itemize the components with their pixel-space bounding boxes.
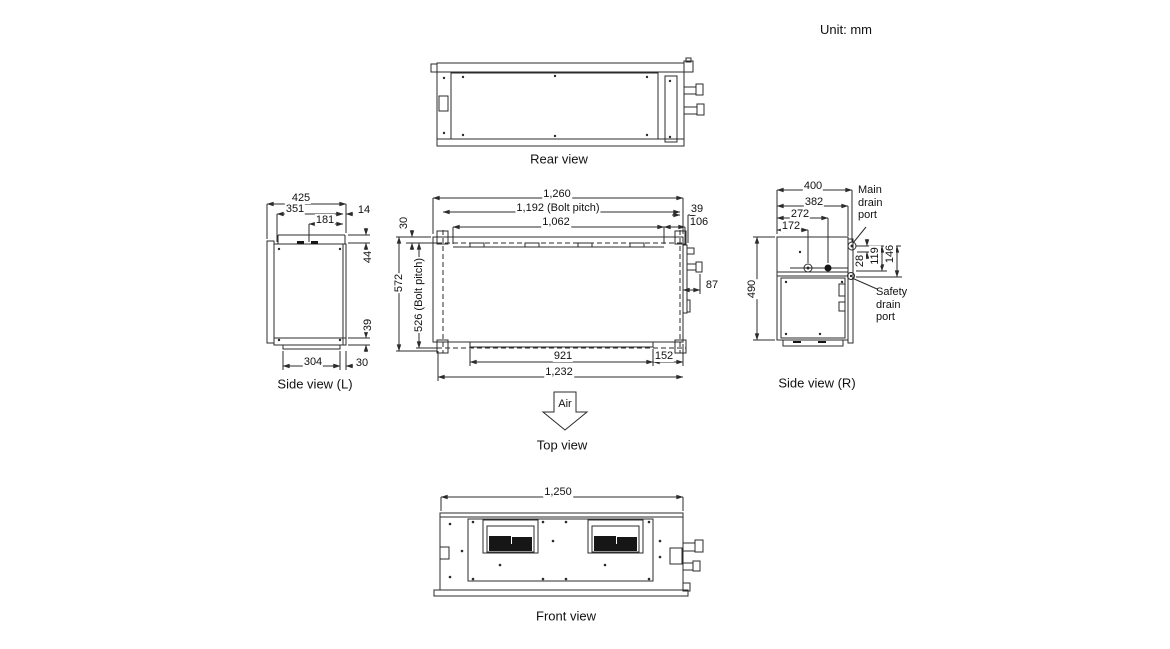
dim-400: 400: [802, 180, 824, 192]
hanger-bracket: [675, 340, 686, 353]
refrigerant-pipe: [684, 107, 697, 114]
dim-490: 490: [746, 278, 758, 300]
dim-921: 921: [552, 350, 574, 362]
unit-label: Unit: mm: [819, 22, 873, 37]
dim-382: 382: [803, 196, 825, 208]
dim-526-bolt-pitch: 526 (Bolt pitch): [413, 257, 425, 333]
dim-30-top: 30: [398, 215, 410, 231]
side-view-right-drawing: [753, 187, 902, 346]
dim-172: 172: [780, 220, 802, 232]
side-view-r-label: Side view (R): [778, 375, 856, 391]
dim-1260: 1,260: [542, 188, 572, 200]
rear-view-label: Rear view: [530, 151, 588, 167]
dim-44: 44: [362, 249, 374, 265]
rear-view-drawing: [431, 58, 704, 146]
dim-14: 14: [356, 204, 372, 216]
refrigerant-pipe: [683, 563, 693, 570]
dim-272: 272: [789, 208, 811, 220]
air-flow-label: Air: [558, 398, 572, 410]
dim-572: 572: [393, 272, 405, 294]
side-view-left-drawing: [267, 201, 370, 370]
dim-304: 304: [302, 356, 324, 368]
dim-146: 146: [884, 243, 896, 265]
pipe-connection: [804, 264, 812, 272]
safety-drain-leader: [852, 278, 877, 289]
safety-drain-port: [848, 273, 855, 280]
hanger-bracket: [684, 61, 693, 72]
fan-grille: [483, 520, 538, 553]
dim-28: 28: [854, 253, 866, 269]
hanger-bracket: [675, 231, 686, 244]
dim-351: 351: [284, 203, 306, 215]
safety-drain-port-note: Safety drain port: [876, 286, 908, 323]
dim-1192-bolt-pitch: 1,192 (Bolt pitch): [515, 202, 601, 214]
hanger-bracket: [437, 231, 448, 244]
dim-119: 119: [869, 246, 881, 266]
fan-grille: [588, 520, 643, 553]
dim-1062: 1,062: [541, 216, 571, 228]
dim-39-side-l: 39: [362, 317, 374, 333]
refrigerant-pipe: [687, 264, 696, 270]
hanger-bracket: [437, 340, 448, 353]
main-drain-port-note: Main drain port: [858, 184, 883, 221]
main-drain-leader: [853, 227, 866, 243]
dim-87: 87: [704, 279, 720, 291]
side-view-l-label: Side view (L): [277, 376, 353, 392]
refrigerant-pipe: [683, 543, 695, 551]
top-view-label: Top view: [536, 437, 588, 453]
dim-30-side-l: 30: [354, 357, 370, 369]
top-view-drawing: [396, 195, 702, 430]
front-view-label: Front view: [536, 608, 596, 624]
dim-152: 152: [653, 350, 675, 362]
dim-181: 181: [314, 214, 336, 226]
dim-106: 106: [688, 216, 710, 228]
refrigerant-pipe: [684, 87, 696, 94]
dim-425: 425: [290, 192, 312, 204]
pipe-connection: [824, 264, 832, 272]
dim-39-top: 39: [689, 203, 705, 215]
front-view-drawing: [434, 494, 703, 596]
dim-1232: 1,232: [544, 366, 574, 378]
air-flow-arrow-icon: [543, 392, 587, 430]
dim-1250: 1,250: [543, 486, 573, 498]
